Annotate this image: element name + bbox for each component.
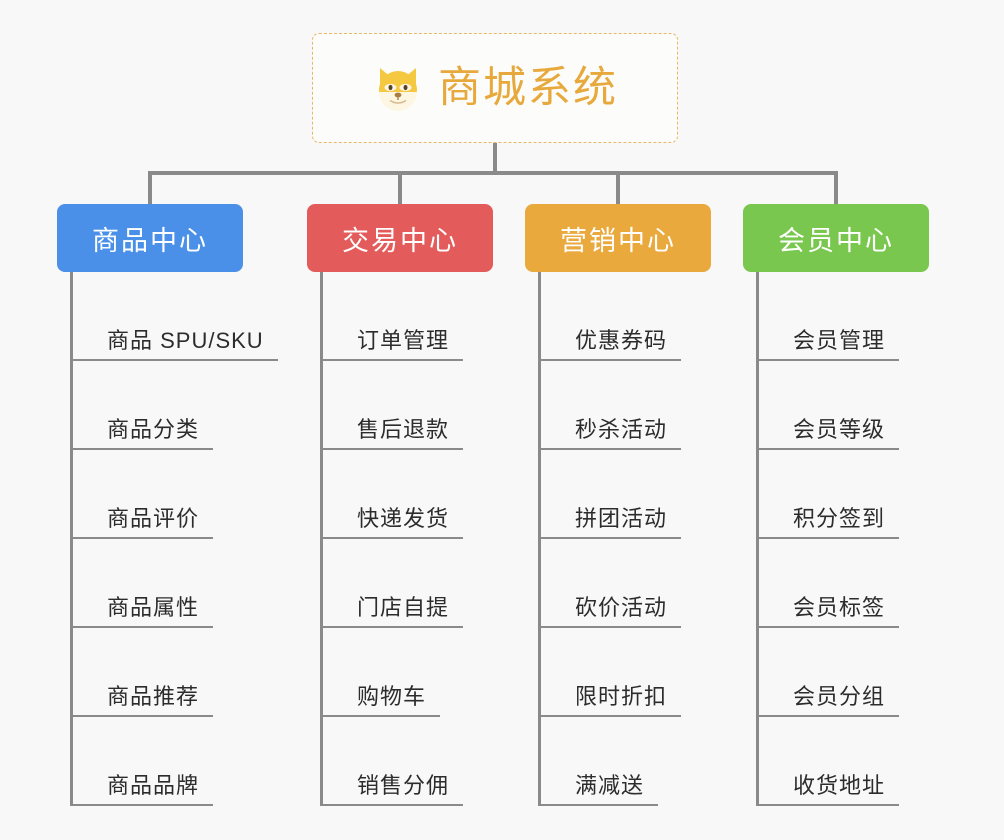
list-item[interactable]: 积分签到 [759,450,929,539]
list-item[interactable]: 商品品牌 [73,717,278,806]
item-label: 拼团活动 [541,506,682,539]
list-item[interactable]: 收货地址 [759,717,929,806]
branch-column-3: 营销中心 优惠券码 秒杀活动 拼团活动 砍价活动 限时折扣 满减送 [525,204,711,806]
item-label: 会员等级 [759,417,900,450]
item-label: 售后退款 [323,417,464,450]
list-item[interactable]: 商品推荐 [73,628,278,717]
item-label: 订单管理 [323,328,464,361]
list-item[interactable]: 订单管理 [323,272,493,361]
category-label-4: 会员中心 [778,225,894,256]
list-item[interactable]: 门店自提 [323,539,493,628]
item-label: 秒杀活动 [541,417,682,450]
item-label: 优惠券码 [541,328,682,361]
connector-drop-3 [616,171,620,204]
item-label: 会员管理 [759,328,900,361]
item-label: 快递发货 [323,506,464,539]
list-item[interactable]: 会员标签 [759,539,929,628]
list-item[interactable]: 快递发货 [323,450,493,539]
list-item[interactable]: 会员管理 [759,272,929,361]
item-label: 商品推荐 [73,684,214,717]
list-item[interactable]: 商品 SPU/SKU [73,272,278,361]
list-item[interactable]: 商品评价 [73,450,278,539]
list-item[interactable]: 限时折扣 [541,628,711,717]
list-item[interactable]: 砍价活动 [541,539,711,628]
category-label-3: 营销中心 [560,225,676,256]
list-item[interactable]: 秒杀活动 [541,361,711,450]
branch-column-2: 交易中心 订单管理 售后退款 快递发货 门店自提 购物车 销售分佣 [307,204,493,806]
item-list-2: 订单管理 售后退款 快递发货 门店自提 购物车 销售分佣 [320,272,493,806]
root-title: 商城系统 [438,63,618,112]
item-label: 门店自提 [323,595,464,628]
item-label: 满减送 [541,773,659,806]
category-card-4[interactable]: 会员中心 [743,204,929,272]
item-label: 会员分组 [759,684,900,717]
item-label: 商品品牌 [73,773,214,806]
item-label: 限时折扣 [541,684,682,717]
item-label: 购物车 [323,684,441,717]
item-label: 商品评价 [73,506,214,539]
list-item[interactable]: 满减送 [541,717,711,806]
branch-column-1: 商品中心 商品 SPU/SKU 商品分类 商品评价 商品属性 商品推荐 商品品牌 [57,204,278,806]
list-item[interactable]: 会员等级 [759,361,929,450]
item-label: 商品 SPU/SKU [73,328,278,361]
item-list-3: 优惠券码 秒杀活动 拼团活动 砍价活动 限时折扣 满减送 [538,272,711,806]
item-label: 积分签到 [759,506,900,539]
list-item[interactable]: 销售分佣 [323,717,493,806]
connector-drop-2 [398,171,402,204]
list-item[interactable]: 售后退款 [323,361,493,450]
category-card-1[interactable]: 商品中心 [57,204,243,272]
item-label: 收货地址 [759,773,900,806]
list-item[interactable]: 商品分类 [73,361,278,450]
list-item[interactable]: 会员分组 [759,628,929,717]
category-label-1: 商品中心 [92,225,208,256]
connector-root-stem [493,143,497,175]
connector-bus-bar [148,171,838,175]
root-node-card[interactable]: 商城系统 [312,33,678,143]
category-card-2[interactable]: 交易中心 [307,204,493,272]
category-label-2: 交易中心 [342,225,458,256]
item-list-4: 会员管理 会员等级 积分签到 会员标签 会员分组 收货地址 [756,272,929,806]
item-label: 商品属性 [73,595,214,628]
item-list-1: 商品 SPU/SKU 商品分类 商品评价 商品属性 商品推荐 商品品牌 [70,272,278,806]
item-label: 砍价活动 [541,595,682,628]
dog-face-icon [372,62,424,114]
list-item[interactable]: 购物车 [323,628,493,717]
item-label: 销售分佣 [323,773,464,806]
branch-column-4: 会员中心 会员管理 会员等级 积分签到 会员标签 会员分组 收货地址 [743,204,929,806]
list-item[interactable]: 优惠券码 [541,272,711,361]
item-label: 会员标签 [759,595,900,628]
connector-drop-1 [148,171,152,204]
list-item[interactable]: 拼团活动 [541,450,711,539]
category-card-3[interactable]: 营销中心 [525,204,711,272]
item-label: 商品分类 [73,417,214,450]
connector-drop-4 [834,171,838,204]
list-item[interactable]: 商品属性 [73,539,278,628]
